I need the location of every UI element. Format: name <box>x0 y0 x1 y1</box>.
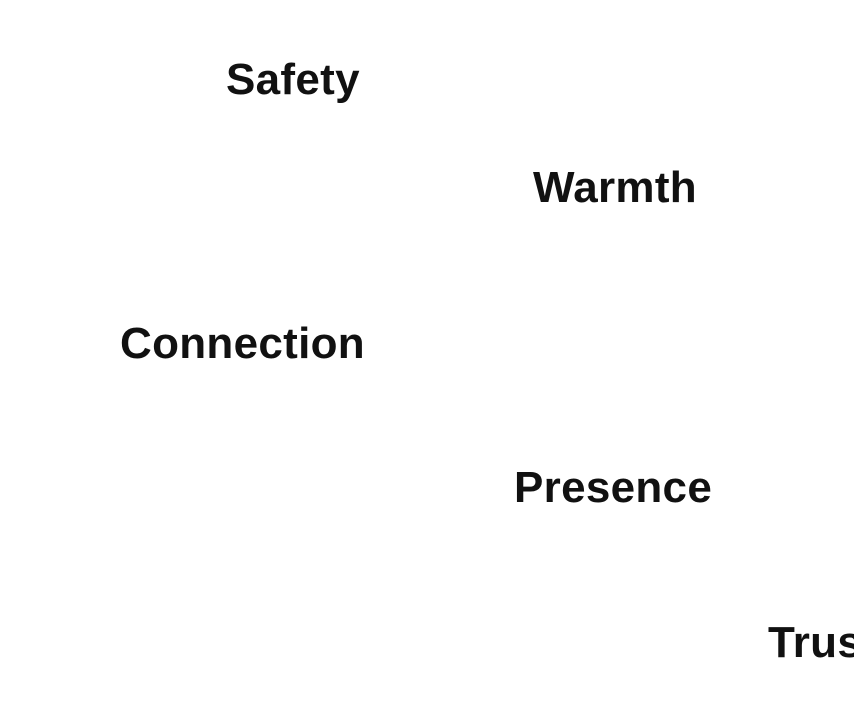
word-connection: Connection <box>120 319 365 368</box>
word-trust: Trust <box>768 618 854 667</box>
word-presence: Presence <box>514 463 713 512</box>
word-safety: Safety <box>226 55 360 104</box>
word-warmth: Warmth <box>533 163 697 212</box>
